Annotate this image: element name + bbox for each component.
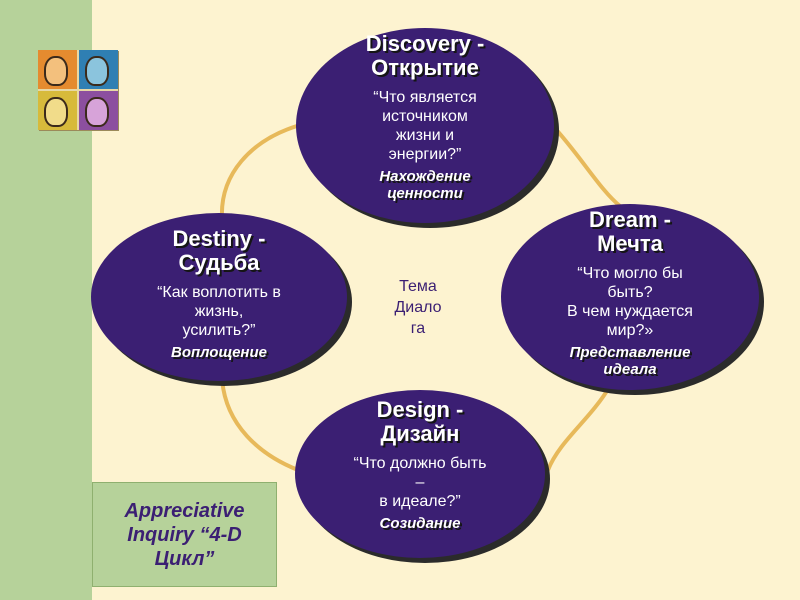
discovery-question: “Что является источником жизни и энергии…: [373, 89, 477, 163]
appreciative-inquiry-caption: Appreciative Inquiry “4-D Цикл”: [92, 482, 277, 587]
dream-question: “Что могло бы быть? В чем нуждается мир?…: [567, 265, 693, 339]
connector-dream-design: [546, 384, 612, 471]
discovery-action: Нахождение ценности: [379, 168, 471, 202]
dream-ellipse: Dream - Мечта “Что могло бы быть? В чем …: [501, 204, 759, 390]
logo-tile: [38, 91, 77, 130]
face-icon: [85, 56, 109, 86]
destiny-question: “Как воплотить в жизнь, усилить?”: [157, 284, 281, 339]
discovery-title: Discovery - Открытие: [365, 31, 485, 80]
design-action: Созидание: [379, 515, 461, 532]
destiny-ellipse: Destiny - Судьба “Как воплотить в жизнь,…: [91, 213, 347, 381]
face-icon: [44, 97, 68, 127]
connector-discovery-destiny: [219, 123, 301, 219]
connector-destiny-design: [220, 377, 299, 472]
face-icon: [44, 56, 68, 86]
design-question: “Что должно быть – в идеале?”: [353, 455, 487, 510]
discovery-ellipse: Discovery - Открытие “Что является источ…: [296, 28, 554, 223]
logo-tile: [38, 50, 77, 89]
dream-title: Dream - Мечта: [589, 207, 671, 256]
center-topic-label: Тема Диало га: [394, 278, 442, 337]
design-title: Design - Дизайн: [376, 397, 464, 446]
design-ellipse: Design - Дизайн “Что должно быть – в иде…: [295, 390, 545, 558]
faces-collage-icon: [38, 50, 118, 130]
logo-tile: [79, 50, 118, 89]
logo-tile: [79, 91, 118, 130]
destiny-title: Destiny - Судьба: [172, 226, 266, 275]
connector-discovery-dream: [550, 123, 622, 208]
destiny-action: Воплощение: [170, 344, 267, 361]
dream-action: Представление идеала: [569, 344, 691, 378]
face-icon: [85, 97, 109, 127]
